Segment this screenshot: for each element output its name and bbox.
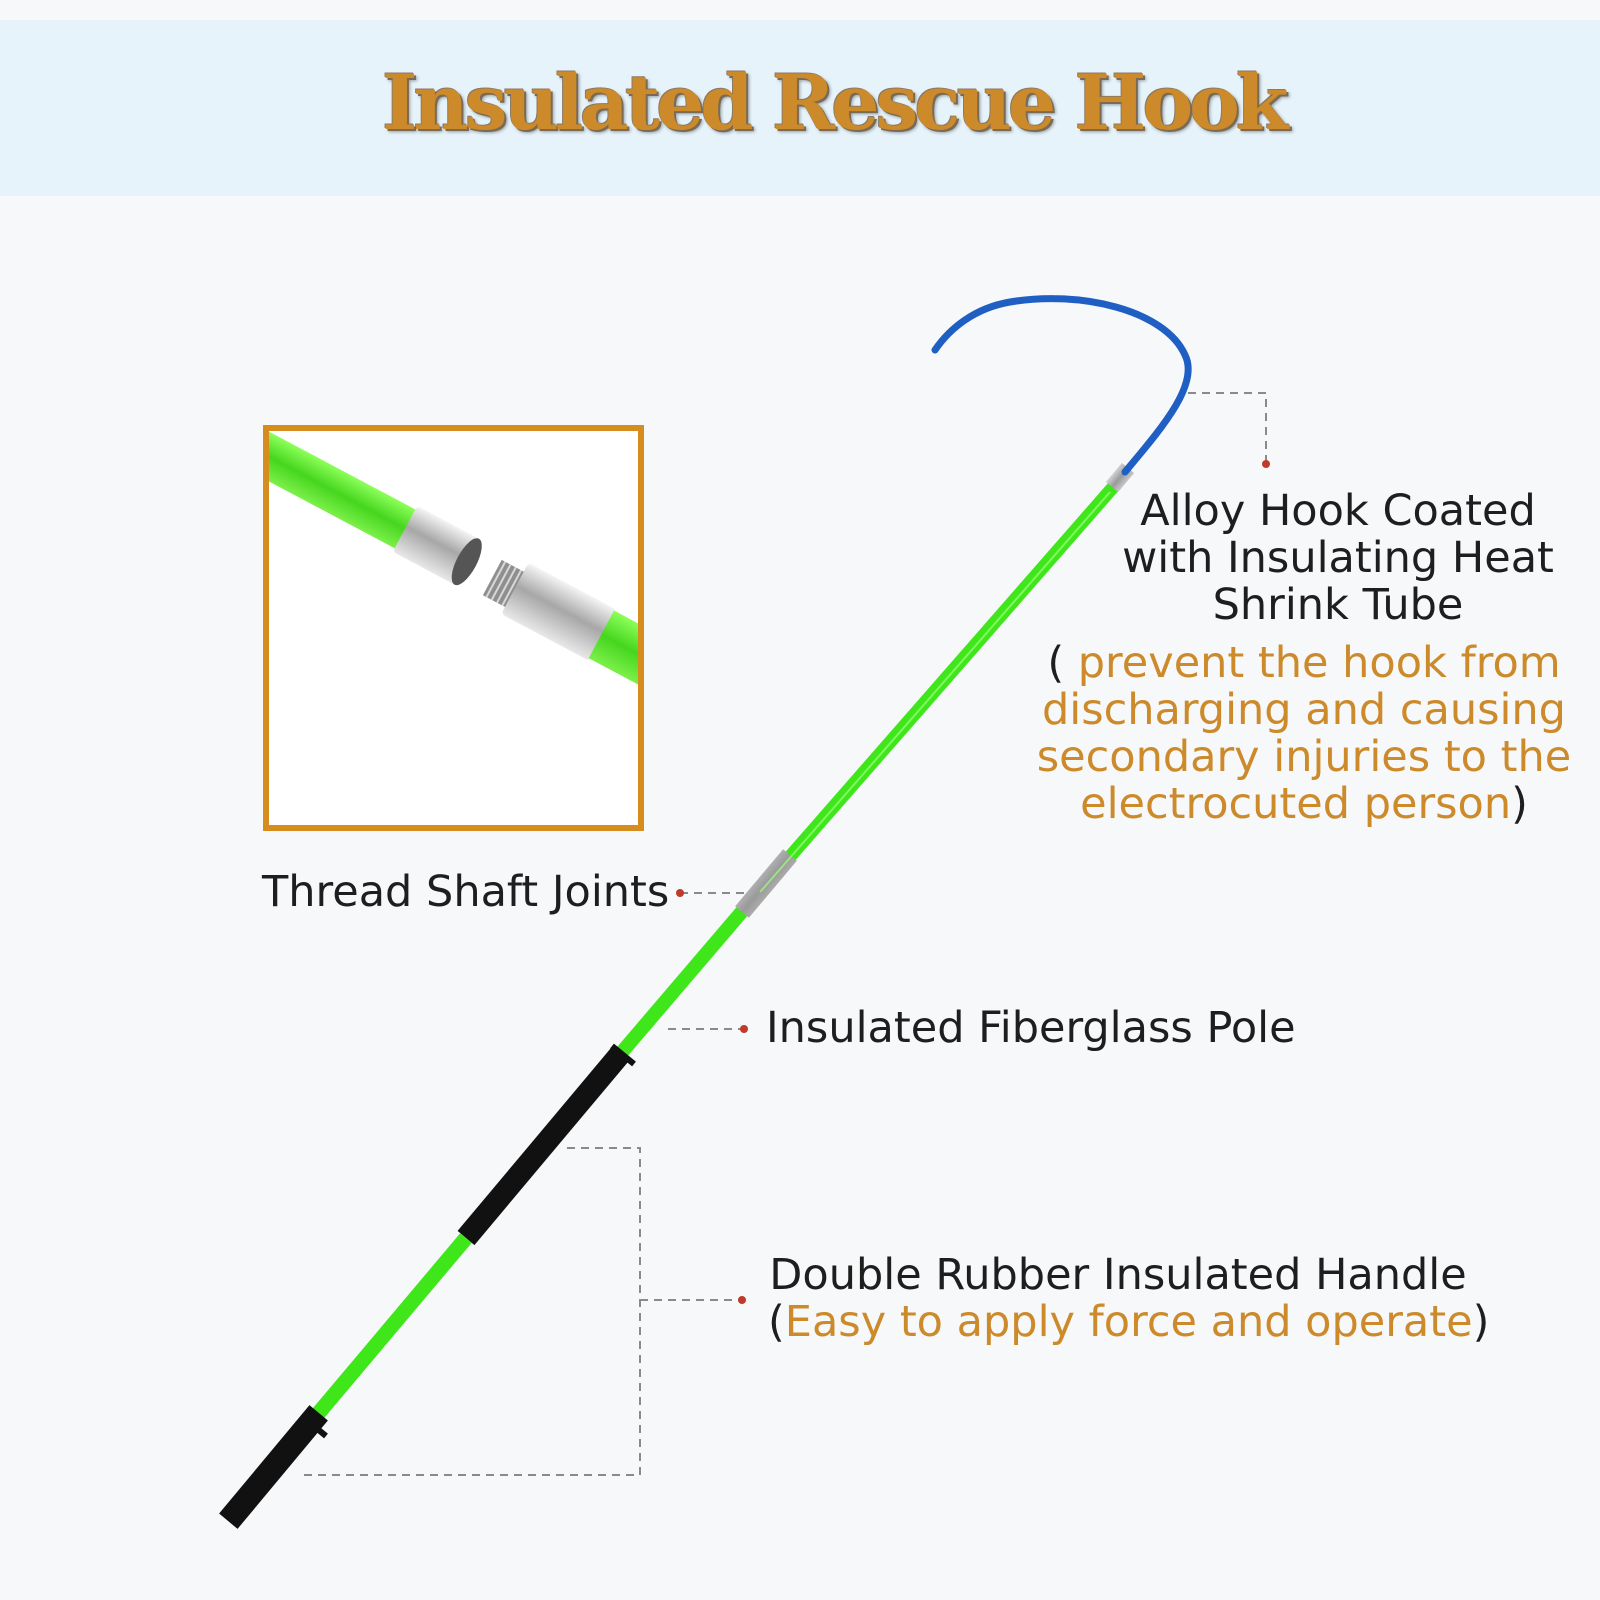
pole-leader-dot: [740, 1025, 748, 1033]
page-title: Insulated Rescue Hook: [382, 58, 1289, 147]
handle-label: Double Rubber Insulated Handle (Easy to …: [768, 1250, 1489, 1347]
handle-collar-top: [610, 1043, 636, 1067]
hook-note: ( prevent the hook from discharging and …: [1036, 640, 1572, 828]
rubber-handle-upper: [457, 1044, 631, 1246]
hook-label: Alloy Hook Coated with Insulating Heat S…: [1118, 488, 1558, 629]
left-pole-segment: [269, 431, 420, 551]
hook-note-line4: electrocuted person: [1080, 779, 1512, 829]
hook-label-line3: Shrink Tube: [1212, 580, 1464, 630]
left-sleeve-opening: [451, 538, 482, 586]
hook-label-line2: with Insulating Heat: [1122, 533, 1554, 583]
hook-label-line1: Alloy Hook Coated: [1140, 486, 1536, 536]
handle-collar: [302, 1415, 328, 1439]
fiberglass-pole-label: Insulated Fiberglass Pole: [766, 1003, 1296, 1053]
hook-leader-line: [1188, 392, 1267, 462]
hook-note-open: (: [1047, 638, 1078, 688]
rubber-handle-end: [219, 1405, 328, 1529]
hook-note-line2: discharging and causing: [1042, 685, 1566, 735]
thread-joint-closeup-image: [269, 431, 638, 753]
thread-shaft-joints-label: Thread Shaft Joints: [262, 867, 670, 917]
rescue-pole: [219, 295, 1192, 1529]
leader-lines: [300, 392, 1267, 1476]
handle-leader-dot: [738, 1296, 746, 1304]
title-banner: [0, 20, 1600, 196]
handle-note: Easy to apply force and operate: [784, 1297, 1473, 1347]
handle-note-close: ): [1472, 1297, 1490, 1347]
thread-joint-sleeve: [735, 849, 797, 918]
fiberglass-pole-lower: [616, 903, 751, 1057]
joints-leader-dot: [676, 889, 684, 897]
leader-dots: [676, 460, 1270, 1304]
thread-ridges: [485, 561, 522, 606]
coated-alloy-hook: [931, 295, 1192, 476]
hook-note-close: ): [1511, 779, 1528, 829]
fiberglass-pole-grip: [305, 1233, 472, 1427]
right-male-sleeve: [502, 564, 616, 660]
handle-leader-bracket: [300, 1147, 641, 1476]
hook-leader-dot: [1262, 460, 1270, 468]
hook-note-line3: secondary injuries to the: [1036, 732, 1572, 782]
pole-highlight: [759, 491, 1111, 893]
handle-note-open: (: [768, 1297, 785, 1347]
thread-joint-closeup: [263, 425, 644, 831]
handle-label-line1: Double Rubber Insulated Handle: [769, 1250, 1467, 1300]
hook-note-line1: prevent the hook from: [1077, 638, 1561, 688]
